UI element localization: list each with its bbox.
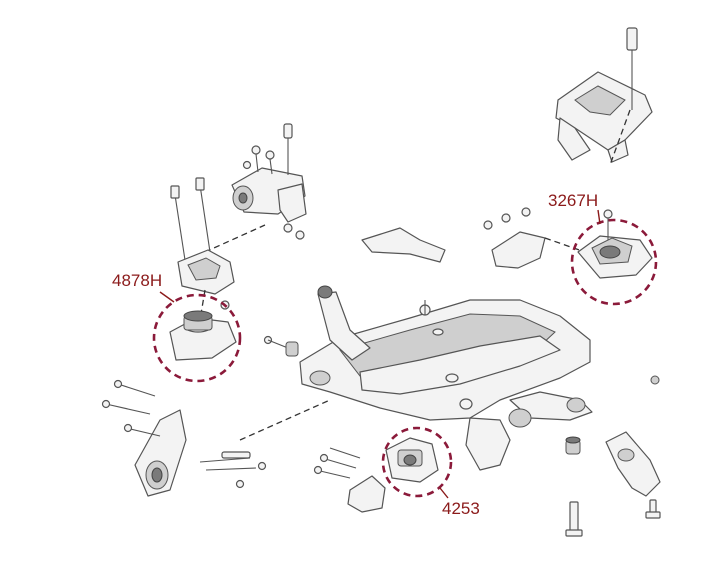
lower-right-parts xyxy=(565,375,661,537)
left-engine-mount xyxy=(152,177,242,383)
callout-right-mount: 3267H xyxy=(548,191,599,210)
front-subframe xyxy=(239,285,593,471)
right-engine-mount xyxy=(361,207,658,306)
rear-mount-highlight-ring xyxy=(381,426,453,498)
upper-right-bracket xyxy=(555,27,653,166)
torque-link-assembly xyxy=(101,335,299,497)
upper-left-engine-bracket xyxy=(204,123,307,253)
rear-engine-mount xyxy=(313,426,453,513)
right-mount-highlight-ring xyxy=(570,218,658,306)
callout-rear-mount: 4253 xyxy=(442,499,480,518)
callout-left-mount: 4878H xyxy=(112,271,163,290)
left-mount-highlight-ring xyxy=(152,293,242,383)
